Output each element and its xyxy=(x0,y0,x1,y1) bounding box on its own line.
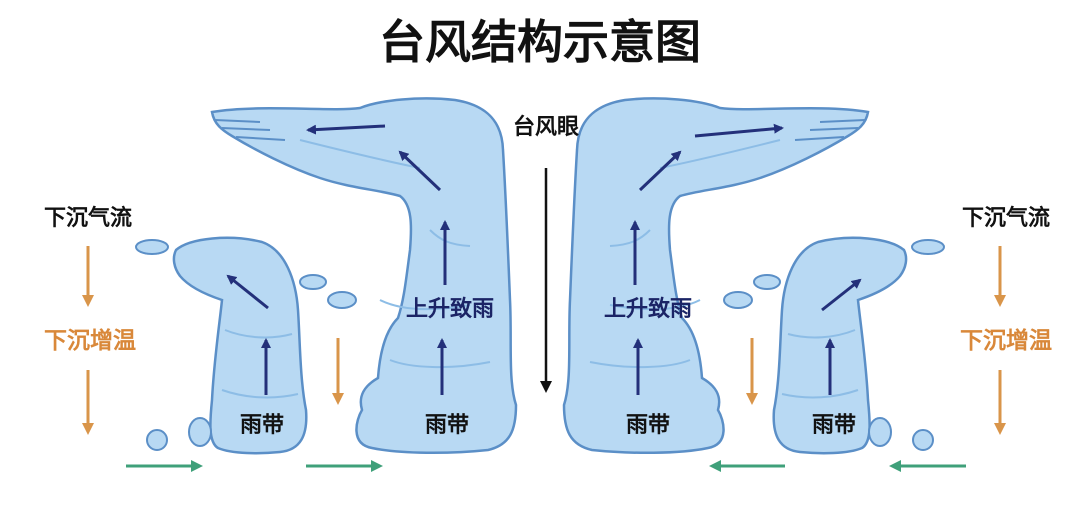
rainband-label-outer-right: 雨带 xyxy=(812,413,856,438)
left-rainband-cloud xyxy=(172,236,308,455)
rainband-label-inner-right: 雨带 xyxy=(626,413,670,438)
sinking-arrows xyxy=(82,246,1006,435)
sinking-airflow-label-left: 下沉气流 xyxy=(44,205,132,231)
updraft-arrows xyxy=(226,123,862,395)
rainband-label-outer-left: 雨带 xyxy=(240,413,284,438)
sinking-airflow-label-right: 下沉气流 xyxy=(962,205,1050,231)
updraft-arrow-icon xyxy=(821,278,862,312)
right-small-clouds xyxy=(723,239,945,451)
rainband-label-inner-left: 雨带 xyxy=(425,413,469,438)
updraft-arrow-icon xyxy=(226,274,269,310)
diagram-title: 台风结构示意图 xyxy=(379,15,701,69)
updraft-arrow-icon xyxy=(694,123,784,138)
left-small-clouds xyxy=(135,239,357,451)
updraft-arrow-icon xyxy=(306,124,386,135)
rising-rain-label-right: 上升致雨 xyxy=(604,296,692,322)
right-eyewall-cloud xyxy=(562,97,870,455)
rising-rain-label-left: 上升致雨 xyxy=(406,296,494,322)
updraft-arrow-icon xyxy=(398,150,442,192)
right-rainband-cloud xyxy=(772,236,908,455)
sinking-warming-label-right: 下沉增温 xyxy=(960,327,1052,354)
eye-label: 台风眼 xyxy=(513,114,579,140)
updraft-arrow-icon xyxy=(638,150,682,192)
sinking-warming-label-left: 下沉增温 xyxy=(44,327,136,354)
